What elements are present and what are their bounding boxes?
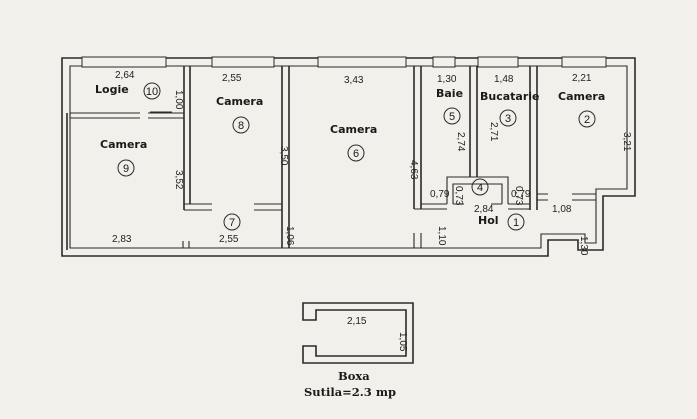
window xyxy=(317,56,407,68)
baie-bottom xyxy=(421,203,447,210)
camera8-bottom xyxy=(184,203,282,211)
boxa-walls xyxy=(302,302,414,364)
dimension-label: 1,30 xyxy=(437,74,457,85)
dimension-label: 4,63 xyxy=(408,160,419,180)
dimension-label: 3,52 xyxy=(173,170,184,190)
room-name: Bucatarie xyxy=(480,90,540,103)
window xyxy=(561,56,607,68)
dimension-label: 3,21 xyxy=(621,132,632,152)
room-name: Camera xyxy=(100,138,147,151)
dimension-label: 2,55 xyxy=(219,234,239,245)
dimension-label: 2,21 xyxy=(572,73,592,84)
room-name: Camera xyxy=(558,90,605,103)
dimension-label: 1,10 xyxy=(436,226,447,246)
dimension-label: 1,06 xyxy=(284,226,295,246)
dimension-label: 1,05 xyxy=(397,332,408,352)
dimension-label: 0,73 xyxy=(453,186,464,206)
room-name: Camera xyxy=(216,95,263,108)
dimension-label: 0,79 xyxy=(430,189,450,200)
room-number: 10 xyxy=(146,86,158,98)
boxa-area: Sutila=2.3 mp xyxy=(304,385,396,399)
outer-wall-inner xyxy=(69,65,628,249)
room-number-circle xyxy=(117,159,135,177)
room-number: 5 xyxy=(449,111,455,123)
dimension-label: 2,71 xyxy=(488,122,499,142)
dimension-label: 2,55 xyxy=(222,73,242,84)
window xyxy=(477,56,519,68)
boxa-title: Boxa xyxy=(338,369,370,383)
dimension-label: 2,84 xyxy=(474,204,494,215)
dimension-label: 1,08 xyxy=(552,204,572,215)
window xyxy=(81,56,167,68)
camera2-bottom xyxy=(537,193,596,201)
room-number: 7 xyxy=(229,217,235,229)
camera6-right-wall xyxy=(413,66,422,209)
room-number-circle xyxy=(143,82,161,100)
window xyxy=(211,56,275,68)
room-name: Logie xyxy=(95,83,129,96)
dimension-label: 2,74 xyxy=(455,132,466,152)
room-name: Camera xyxy=(330,123,377,136)
dimension-label: 2,15 xyxy=(347,316,367,327)
room-number: 1 xyxy=(513,217,519,229)
room-number-circle xyxy=(507,213,525,231)
dimension-label: 2,64 xyxy=(115,70,135,81)
room-number: 6 xyxy=(353,148,359,160)
dimension-label: 1,00 xyxy=(173,90,184,110)
hall-stub xyxy=(182,241,190,248)
room-number-circle xyxy=(347,144,365,162)
dimension-label: 1,48 xyxy=(494,74,514,85)
dimension-label: 1,30 xyxy=(578,236,589,256)
closet-4 xyxy=(446,176,509,205)
room-number: 9 xyxy=(123,163,129,175)
room-number: 2 xyxy=(584,114,590,126)
room-number: 3 xyxy=(505,113,511,125)
window xyxy=(432,56,456,68)
room-number-circle xyxy=(223,213,241,231)
room-number-circle xyxy=(443,107,461,125)
room-number: 8 xyxy=(238,120,244,132)
room-number-circle xyxy=(232,116,250,134)
room-number-circle xyxy=(471,178,489,196)
room-number-circle xyxy=(578,110,596,128)
dimension-label: 0,79 xyxy=(511,189,531,200)
room-name: Baie xyxy=(436,87,463,100)
room-number-circle xyxy=(499,109,517,127)
room-name: Hol xyxy=(478,214,499,227)
camera8-walls xyxy=(183,66,290,248)
dimension-label: 3,43 xyxy=(344,75,364,86)
logie-wall xyxy=(70,112,184,119)
room-number: 4 xyxy=(477,182,483,194)
dimension-label: 0,73 xyxy=(513,186,524,206)
baie-bucatarie-wall xyxy=(469,66,478,177)
dimension-label: 3,50 xyxy=(278,146,289,166)
bucatarie-bottom xyxy=(508,203,530,210)
camera6-bottom-stub xyxy=(413,208,422,248)
outer-wall xyxy=(61,57,636,257)
bucatarie-right-wall xyxy=(529,66,538,210)
dimension-label: 2,83 xyxy=(112,234,132,245)
